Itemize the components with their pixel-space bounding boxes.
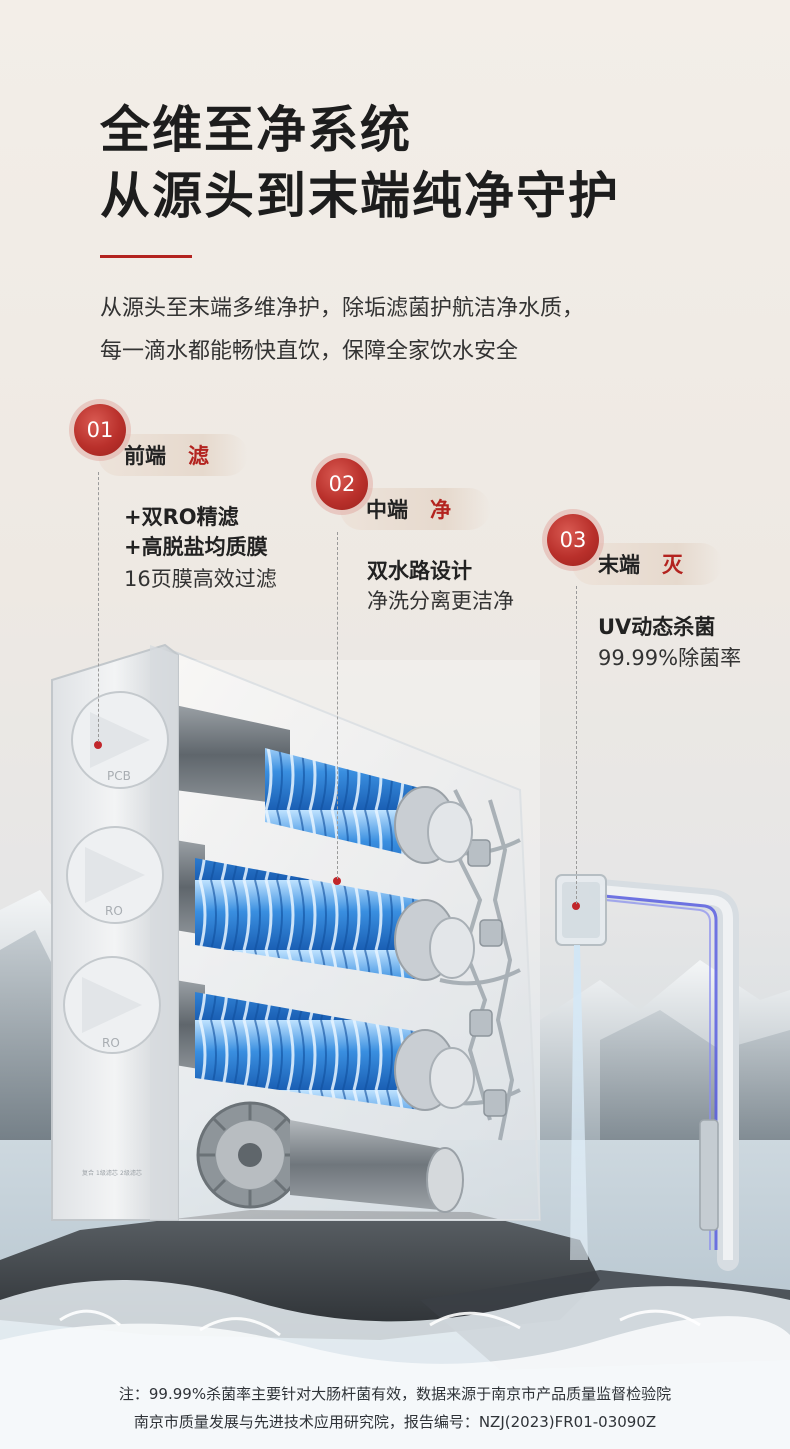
page-title-line1: 全维至净系统 [100, 101, 412, 159]
leader-line-middle [337, 532, 338, 879]
stage-02-feature-2: 净洗分离更洁净 [367, 589, 514, 613]
filter-label-3: RO [102, 1036, 120, 1050]
footnote-line2: 南京市质量发展与先进技术应用研究院，报告编号：NZJ(2023)FR01-030… [133, 1413, 657, 1431]
intro-line1: 从源头至末端多维净护，除垢滤菌护航洁净水质， [100, 296, 585, 321]
product-scene: PCB RO RO 复合 1级滤芯 2级滤芯 [0, 643, 790, 1449]
stage-01-feature-2: +高脱盐均质膜 [124, 535, 268, 559]
stage-01-verb: 滤 [188, 444, 209, 468]
bottom-label-3: 2级滤芯 [120, 1169, 142, 1177]
leader-line-end [576, 586, 577, 904]
stage-01-feature-3: 16页膜高效过滤 [124, 567, 277, 591]
intro-line2: 每一滴水都能畅快直饮，保障全家饮水安全 [100, 339, 519, 364]
stage-01-name: 前端 [124, 444, 166, 468]
title-divider [100, 255, 192, 258]
stage-02-verb: 净 [430, 498, 451, 522]
stage-01-badge: 01 [74, 404, 126, 456]
bottom-label-1: 复合 [82, 1169, 94, 1177]
stage-03-verb: 灭 [662, 553, 683, 577]
stage-02-feature-1: 双水路设计 [367, 559, 472, 583]
stage-02-name: 中端 [366, 498, 408, 522]
leader-line-front [98, 472, 99, 742]
stage-03-badge: 03 [547, 514, 599, 566]
page-title-line2: 从源头到末端纯净守护 [100, 167, 620, 225]
filter-label-2: RO [105, 904, 123, 918]
stage-03-feature-2: 99.99%除菌率 [598, 646, 742, 670]
footnote-line1: 注：99.99%杀菌率主要针对大肠杆菌有效，数据来源于南京市产品质量监督检验院 [118, 1385, 672, 1403]
stage-01-feature-1: +双RO精滤 [124, 505, 239, 529]
bottom-label-2: 1级滤芯 [96, 1169, 118, 1177]
filter-label-1: PCB [107, 769, 131, 783]
stage-03-name: 末端 [598, 553, 640, 577]
stage-03-feature-1: UV动态杀菌 [598, 615, 716, 639]
stage-02-badge: 02 [316, 458, 368, 510]
